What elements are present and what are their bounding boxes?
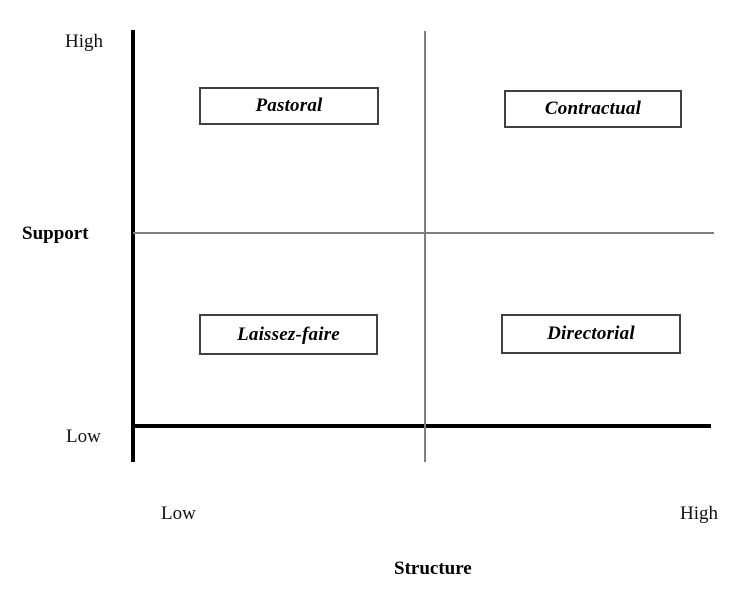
horizontal-divider-line [133, 232, 714, 234]
y-axis-high-label: High [65, 31, 103, 52]
quadrant-box-pastoral: Pastoral [199, 87, 379, 125]
vertical-divider-line [424, 31, 426, 462]
quadrant-box-directorial: Directorial [501, 314, 681, 354]
x-axis-low-label: Low [161, 503, 196, 524]
y-axis-title: Support [22, 223, 89, 244]
x-axis-title: Structure [394, 558, 472, 579]
x-axis-line [131, 424, 711, 428]
y-axis-low-label: Low [66, 426, 101, 447]
y-axis-line [131, 30, 135, 462]
quadrant-box-contractual: Contractual [504, 90, 682, 128]
x-axis-high-label: High [680, 503, 718, 524]
quadrant-box-laissez-faire: Laissez-faire [199, 314, 378, 355]
